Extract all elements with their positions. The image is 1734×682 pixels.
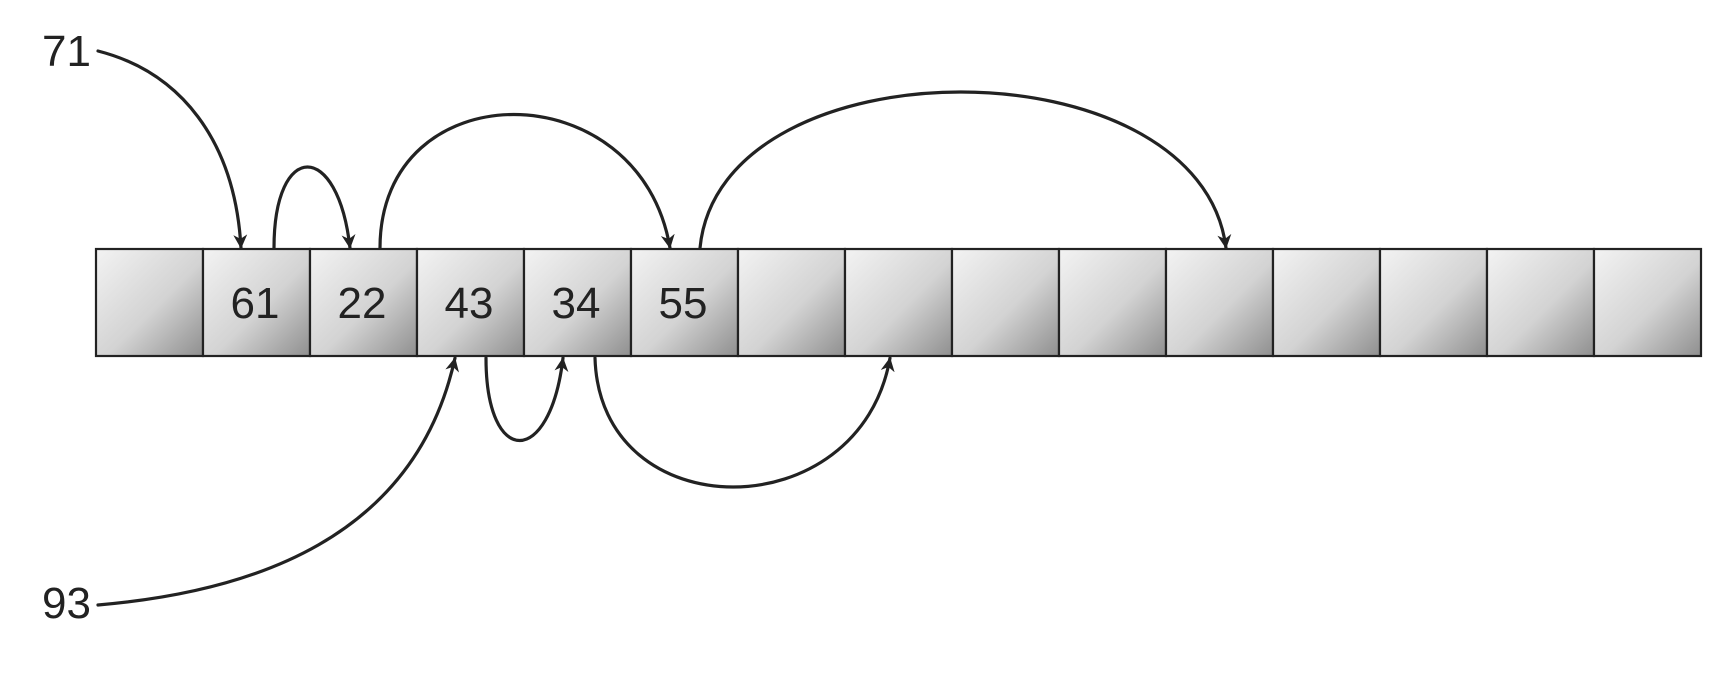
- key-label-71: 71: [42, 27, 91, 76]
- table-cell-box-14: [1592, 247, 1703, 358]
- table-cell-13: [1485, 247, 1596, 358]
- probe-arrows: [96, 49, 1232, 607]
- table-cell-box-7: [843, 247, 954, 358]
- arrow-93-hop-1: [484, 356, 569, 442]
- table-cell-value-3: 43: [445, 279, 494, 328]
- table-cell-box-12: [1378, 247, 1489, 358]
- table-cell-1: 61: [201, 247, 312, 358]
- table-cell-value-4: 34: [552, 279, 601, 328]
- table-cell-7: [843, 247, 954, 358]
- table-cell-14: [1592, 247, 1703, 358]
- table-cell-11: [1271, 247, 1382, 358]
- table-cell-box-5: [629, 247, 740, 358]
- table-cell-12: [1378, 247, 1489, 358]
- table-cell-8: [950, 247, 1061, 358]
- key-label-93: 93: [42, 579, 91, 628]
- table-cell-box-0: [94, 247, 205, 358]
- table-cell-value-1: 61: [231, 279, 280, 328]
- table-cell-box-11: [1271, 247, 1382, 358]
- incoming-keys: 71 93: [42, 27, 91, 628]
- table-cell-box-13: [1485, 247, 1596, 358]
- table-cell-box-8: [950, 247, 1061, 358]
- arrow-71-hop-1: [272, 165, 356, 250]
- hash-table: 61 22 43 34 55: [94, 247, 1703, 358]
- table-cell-box-10: [1164, 247, 1275, 358]
- table-cell-value-5: 55: [659, 279, 708, 328]
- arrow-71-hop-2: [378, 113, 675, 250]
- table-cell-box-2: [308, 247, 419, 358]
- table-cell-box-3: [415, 247, 526, 358]
- table-cell-2: 22: [308, 247, 419, 358]
- arrow-93-hop-2: [593, 356, 895, 489]
- table-cell-9: [1057, 247, 1168, 358]
- table-cell-3: 43: [415, 247, 526, 358]
- arrow-71-hop-3: [698, 90, 1232, 250]
- table-cell-5: 55: [629, 247, 740, 358]
- table-cell-0: [94, 247, 205, 358]
- table-cell-box-9: [1057, 247, 1168, 358]
- table-cell-value-2: 22: [338, 279, 387, 328]
- table-cell-box-6: [736, 247, 847, 358]
- table-cell-6: [736, 247, 847, 358]
- table-cell-10: [1164, 247, 1275, 358]
- table-cell-4: 34: [522, 247, 633, 358]
- arrow-71-start: [96, 49, 248, 250]
- arrow-93-start: [96, 356, 459, 607]
- table-cell-box-1: [201, 247, 312, 358]
